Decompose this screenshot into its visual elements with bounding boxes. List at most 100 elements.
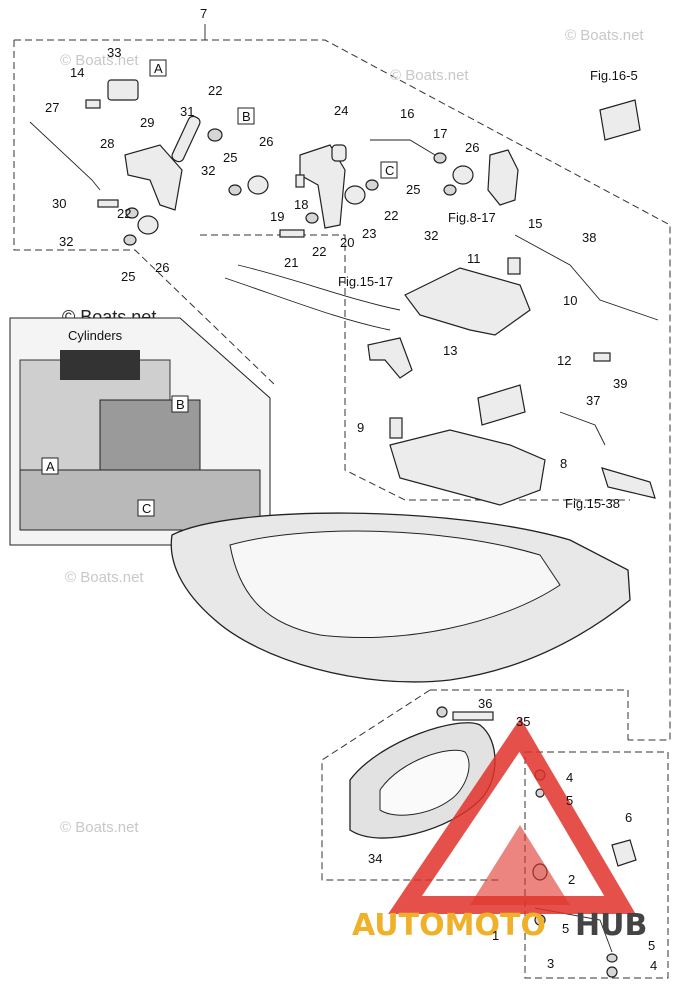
callout-3: 3 [547,956,554,971]
inset-box-a [41,457,59,475]
box-a-label: A [154,61,163,76]
washer-22d [305,212,319,224]
box-c [380,161,398,179]
lower-group-boundary [321,689,629,881]
callout-4: 4 [566,770,573,785]
callout-16: 16 [400,106,414,121]
screw-30 [97,199,119,208]
callout-5: 5 [566,793,573,808]
tray-34-recess [379,749,470,816]
cowling-opening [229,530,561,639]
bracket-10 [404,267,531,336]
inset-box-b-label: B [176,397,185,412]
ref-fig15-38: Fig.15-38 [565,496,620,511]
washer-5b [534,914,546,926]
logo-inner-triangle [470,825,570,905]
washer-17 [433,152,447,164]
callout-19: 19 [270,209,284,224]
callout-21: 21 [284,255,298,270]
sleeve-fig15-38 [601,467,656,499]
brand-hub: HUB [575,908,647,943]
callout-4: 4 [650,958,657,973]
ref-fig16-5: Fig.16-5 [590,68,638,83]
inset-box-c-label: C [142,501,151,516]
callout-17: 17 [433,126,447,141]
callout-13: 13 [443,343,457,358]
watermark: © Boats.net [60,52,139,69]
pin-31 [171,115,201,163]
bushing-26 [247,175,269,195]
callout-26: 26 [259,134,273,149]
screw-14 [85,99,101,109]
brand-logo: AUTOMOTO HUB [352,718,647,943]
callout-20: 20 [340,235,354,250]
nut-4b [606,966,618,978]
callout-15: 15 [528,216,542,231]
watermark: © Boats.net [565,27,644,44]
callout-39: 39 [613,376,627,391]
callout-32: 32 [201,163,215,178]
plate-13 [367,337,413,379]
pin-18 [295,174,305,188]
washer-5c [606,953,618,963]
callout-30: 30 [52,196,66,211]
inset-box-a-label: A [46,459,55,474]
callout-26: 26 [155,260,169,275]
washer-36 [436,706,448,718]
washer-22c [365,179,379,191]
callout-34: 34 [368,851,382,866]
watermark: © Boats.net [390,67,469,84]
cable-upper [237,264,401,311]
brand-automoto: AUTOMOTO [352,908,546,943]
callout-23: 23 [362,226,376,241]
washer-25 [228,184,242,196]
callout-5: 5 [562,921,569,936]
bolt-9 [389,417,403,439]
bracket-33 [107,79,139,101]
callout-11: 11 [467,251,481,266]
inset-box-c [137,499,155,517]
callout-25: 25 [223,150,237,165]
callout-6: 6 [625,810,632,825]
washer-25c [443,184,457,196]
cable-38 [514,234,659,321]
callout-1: 1 [492,928,499,943]
callout-14: 14 [70,65,84,80]
callout-22: 22 [208,83,222,98]
bushing-26b [137,215,159,235]
rod-27 [29,121,101,191]
callout-32: 32 [424,228,438,243]
callout-7: 7 [200,6,207,21]
callout-24: 24 [334,103,348,118]
washer-22b [125,207,139,219]
inset-box-b [171,395,189,413]
plug-6 [611,839,637,867]
inset-cylinders-label: Cylinders [68,328,123,343]
bushing-26c [452,165,474,185]
callout-10: 10 [563,293,577,308]
callout-22: 22 [384,208,398,223]
washer-25b [123,234,137,246]
callout-22: 22 [117,206,131,221]
callout-12: 12 [557,353,571,368]
callout-33: 33 [107,45,121,60]
inset-cylinder-block [60,350,140,380]
cable-end-fig16-5 [599,99,641,141]
ref-fig15-17: Fig.15-17 [338,274,393,289]
bushing-23 [344,185,366,205]
callout-38: 38 [582,230,596,245]
callout-2: 2 [568,872,575,887]
callout-8: 8 [560,456,567,471]
callout-9: 9 [357,420,364,435]
callout-18: 18 [294,197,308,212]
callout-37: 37 [586,393,600,408]
box-b [237,107,255,125]
callout-31: 31 [180,104,194,119]
callout-36: 36 [478,696,492,711]
lever-29 [124,144,183,211]
bolt-35 [452,711,494,721]
callout-27: 27 [45,100,59,115]
watermark: © Boats.net [60,819,139,836]
